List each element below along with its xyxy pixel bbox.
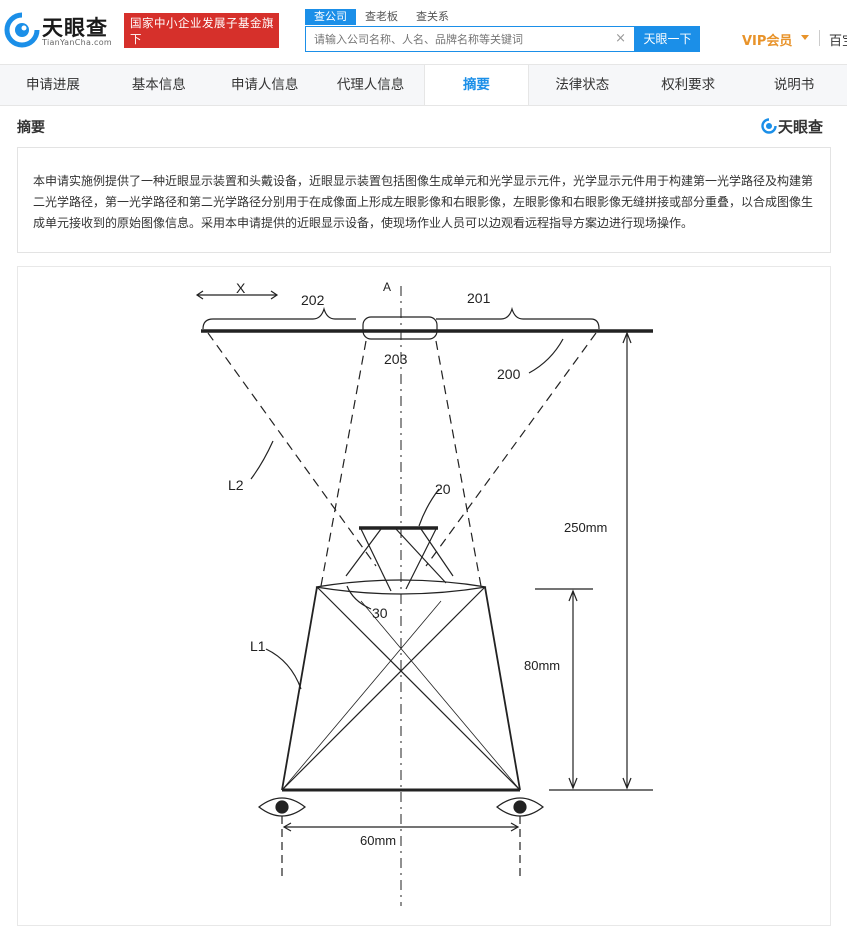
l2-left-inner xyxy=(320,340,367,587)
search-type-tabs: 查公司 查老板 查关系 xyxy=(305,9,458,25)
left-eye-icon xyxy=(258,797,306,817)
tab-basic-info[interactable]: 基本信息 xyxy=(131,77,186,93)
dim-250-arrow-top xyxy=(622,331,632,344)
tab-agent-info[interactable]: 代理人信息 xyxy=(336,77,405,93)
optical-lens-30 xyxy=(315,579,487,595)
logo-subtext: TianYanCha.com xyxy=(42,38,112,47)
label-80mm: 80mm xyxy=(524,658,560,673)
site-logo[interactable]: 天眼查 TianYanCha.com xyxy=(4,10,122,50)
leader-20 xyxy=(418,488,440,527)
label-x: X xyxy=(236,280,246,296)
abstract-text: 本申请实施例提供了一种近眼显示装置和头戴设备，近眼显示装置包括图像生成单元和光学… xyxy=(17,147,831,253)
logo-eye-icon xyxy=(4,12,40,48)
dim-80-arrow-bottom xyxy=(568,777,578,790)
tab-description[interactable]: 说明书 xyxy=(773,77,815,93)
l2-left-outer xyxy=(207,332,377,567)
search-button[interactable]: 天眼一下 xyxy=(635,26,700,52)
left-pupil xyxy=(275,800,289,814)
vip-member-link[interactable]: VIP会员 xyxy=(742,34,793,49)
label-250mm: 250mm xyxy=(564,520,607,535)
section-title: 摘要 xyxy=(17,120,45,136)
optical-diagram: X A 202 201 203 200 L2 20 250mm 30 L1 80… xyxy=(195,280,653,906)
promo-badge: 国家中小企业发展子基金旗下 官方备案企业征信机构 xyxy=(124,13,279,62)
patent-figure: X A 202 201 203 200 L2 20 250mm 30 L1 80… xyxy=(17,266,831,926)
ray-b xyxy=(345,528,382,577)
l1-cross-3 xyxy=(360,600,521,791)
label-l1: L1 xyxy=(250,638,266,654)
right-pupil xyxy=(513,800,527,814)
brand-watermark: 天眼查 xyxy=(761,116,831,136)
dim-60mm-arrow-right xyxy=(510,822,520,832)
tab-claims[interactable]: 权利要求 xyxy=(661,77,716,93)
promo-line-2: 官方备案企业征信机构 xyxy=(130,48,250,62)
label-200: 200 xyxy=(497,366,521,382)
clear-icon[interactable]: × xyxy=(615,31,626,46)
label-60mm: 60mm xyxy=(360,833,396,848)
top-header: 天眼查 TianYanCha.com 国家中小企业发展子基金旗下 官方备案企业征… xyxy=(0,0,847,64)
label-202: 202 xyxy=(301,292,325,308)
patent-tab-bar: 申请进展 基本信息 申请人信息 代理人信息 摘要 法律状态 权利要求 说明书 xyxy=(0,64,847,106)
brand-eye-icon xyxy=(761,118,777,134)
search-tab-relation[interactable]: 查关系 xyxy=(416,10,449,23)
label-l2: L2 xyxy=(228,477,244,493)
chevron-down-icon[interactable] xyxy=(801,35,809,40)
l1-left-edge xyxy=(281,586,318,791)
right-eye-icon xyxy=(496,797,544,817)
toolbox-link[interactable]: 百宝箱 xyxy=(829,34,847,49)
label-203: 203 xyxy=(384,351,408,367)
l1-cross-1 xyxy=(316,586,521,791)
x-arrow-head-right xyxy=(270,290,279,300)
leader-l1 xyxy=(265,648,302,690)
overlap-region-203 xyxy=(362,316,438,340)
search-tab-boss[interactable]: 查老板 xyxy=(365,10,398,23)
l2-right-inner xyxy=(435,340,482,587)
logo-text: 天眼查 xyxy=(42,16,108,40)
brace-201 xyxy=(436,306,600,330)
tab-legal-status[interactable]: 法律状态 xyxy=(555,77,610,93)
leader-30 xyxy=(346,585,372,610)
brace-202 xyxy=(202,306,356,330)
x-arrow-head-left xyxy=(195,290,204,300)
tab-applicant-info[interactable]: 申请人信息 xyxy=(230,77,299,93)
l2-right-outer xyxy=(425,332,597,567)
search-box: × xyxy=(305,26,635,52)
search-input[interactable] xyxy=(306,27,606,51)
label-20: 20 xyxy=(435,481,451,497)
ray-c xyxy=(395,528,447,584)
header-divider xyxy=(819,30,820,46)
l1-right-edge xyxy=(484,586,521,791)
label-30: 30 xyxy=(372,605,388,621)
l1-cross-4 xyxy=(281,600,442,791)
label-201: 201 xyxy=(467,290,491,306)
brand-watermark-text: 天眼查 xyxy=(778,118,824,136)
tab-application-progress[interactable]: 申请进展 xyxy=(25,77,80,93)
dim-250-arrow-bottom xyxy=(622,777,632,790)
ray-d xyxy=(420,528,454,577)
dim-60mm-arrow-left xyxy=(282,822,292,832)
search-tab-company[interactable]: 查公司 xyxy=(305,9,356,25)
l1-cross-2 xyxy=(281,586,486,791)
label-a: A xyxy=(383,280,391,294)
dim-80-arrow-top xyxy=(568,589,578,602)
ray-e xyxy=(405,528,437,590)
tab-abstract[interactable]: 摘要 xyxy=(423,65,530,105)
promo-line-1: 国家中小企业发展子基金旗下 xyxy=(130,16,274,46)
leader-200 xyxy=(528,338,564,374)
leader-l2 xyxy=(250,440,274,480)
